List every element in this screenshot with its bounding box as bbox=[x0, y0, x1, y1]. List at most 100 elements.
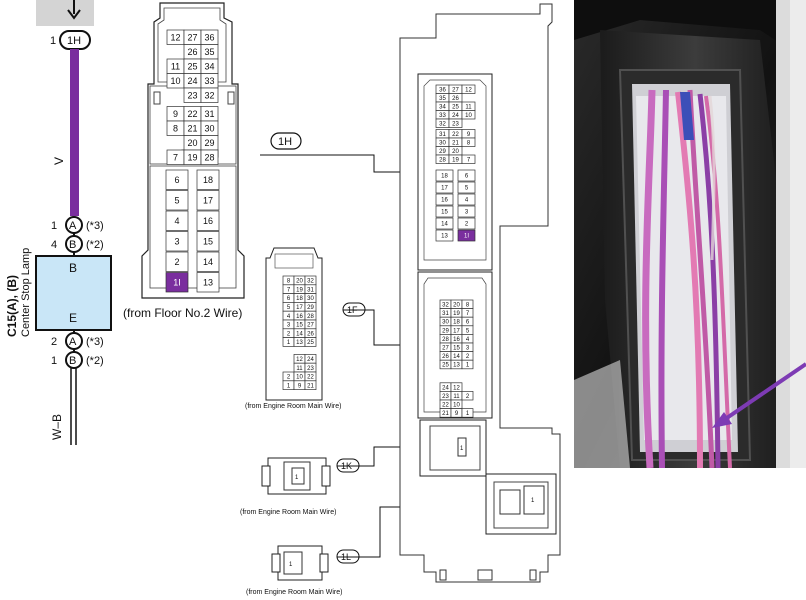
connector-1k-pin: 1 bbox=[295, 475, 299, 481]
note-2-upper: (*2) bbox=[86, 239, 104, 251]
down-arrow-icon bbox=[67, 9, 81, 20]
cavity-number: 17 bbox=[453, 328, 460, 334]
cavity-number: 31 bbox=[204, 109, 214, 119]
lamp-name-label: Center Stop Lamp bbox=[20, 248, 32, 337]
cavity-number: 19 bbox=[187, 152, 197, 162]
cavity bbox=[196, 231, 220, 252]
cavity bbox=[448, 118, 463, 128]
photo-arrow-head-icon bbox=[712, 412, 732, 428]
cavity-number: 30 bbox=[307, 296, 314, 302]
cavity bbox=[435, 205, 454, 218]
cavity-number: 9 bbox=[467, 132, 471, 138]
center-stop-lamp-box bbox=[35, 255, 112, 331]
cavity bbox=[435, 217, 454, 230]
callout-1h-label: 1H bbox=[278, 136, 292, 148]
cavity-number: 12 bbox=[296, 357, 303, 363]
cavity-number: 8 bbox=[466, 302, 470, 308]
cavity-number: 31 bbox=[439, 132, 446, 138]
cavity-number: 1 bbox=[287, 340, 291, 346]
cavity bbox=[435, 229, 454, 242]
cavity bbox=[457, 193, 476, 206]
cavity bbox=[165, 169, 189, 190]
cavity-number: 34 bbox=[204, 61, 214, 71]
cavity-number: 5 bbox=[287, 305, 291, 311]
connector-1l-source-label: (from Engine Room Main Wire) bbox=[246, 589, 342, 596]
cavity-number: 28 bbox=[307, 314, 314, 320]
cavity-number: 13 bbox=[296, 340, 303, 346]
cavity-number: 34 bbox=[439, 104, 446, 110]
cavity bbox=[165, 210, 189, 231]
pin-b-upper: 4 bbox=[51, 239, 57, 251]
cavity-number: 32 bbox=[442, 302, 449, 308]
cavity-number: 9 bbox=[455, 411, 459, 417]
block-1l-pin: 1 bbox=[531, 498, 535, 504]
cavity-number: 27 bbox=[187, 32, 197, 42]
cavity-number: 11 bbox=[465, 104, 472, 110]
pin-b-lower: 1 bbox=[51, 355, 57, 367]
cavity bbox=[461, 359, 474, 370]
cavity-number: 16 bbox=[453, 337, 460, 343]
cavity-number: 5 bbox=[465, 186, 469, 192]
connector-photo bbox=[574, 0, 806, 468]
cavity bbox=[165, 190, 189, 211]
cavity-number: 3 bbox=[287, 323, 291, 329]
cavity-number: 1I bbox=[173, 277, 181, 287]
cavity-number: 20 bbox=[296, 279, 303, 285]
cavity-number: 11 bbox=[453, 394, 460, 400]
cavity-number: 2 bbox=[466, 394, 470, 400]
cavity bbox=[461, 391, 474, 401]
cavity-number: 7 bbox=[467, 157, 471, 163]
cavity-number: 29 bbox=[439, 149, 446, 155]
cavity-number: 16 bbox=[441, 198, 448, 204]
cavity-number: 19 bbox=[296, 287, 303, 293]
cavity-number: 5 bbox=[466, 328, 470, 334]
cavity bbox=[165, 251, 189, 272]
cavity-number: 17 bbox=[203, 195, 213, 205]
cavity-number: 25 bbox=[442, 363, 449, 369]
cavity-number: 36 bbox=[439, 87, 446, 93]
cavity-number: 1 bbox=[287, 383, 291, 389]
cavity-number: 29 bbox=[442, 328, 449, 334]
connector-a-lower-label: A bbox=[69, 336, 77, 348]
cavity-number: 14 bbox=[203, 257, 213, 267]
callout-1h: 1H bbox=[260, 132, 420, 173]
cavity bbox=[304, 380, 317, 390]
cavity-number: 19 bbox=[452, 157, 459, 163]
cavity-number: 4 bbox=[174, 216, 179, 226]
cavity-number: 3 bbox=[466, 345, 470, 351]
lamp-id-label: C15(A), (B) bbox=[5, 275, 19, 337]
cavity-number: 35 bbox=[439, 96, 446, 102]
cavity-number: 26 bbox=[307, 331, 314, 337]
cavity bbox=[165, 231, 189, 252]
cavity-number: 16 bbox=[203, 216, 213, 226]
cavity-number: 20 bbox=[452, 149, 459, 155]
note-3-upper: (*3) bbox=[86, 220, 104, 232]
cavity-number: 12 bbox=[170, 32, 180, 42]
cavity-number: 17 bbox=[441, 186, 448, 192]
cavity-number: 22 bbox=[442, 402, 449, 408]
cavity-number: 6 bbox=[465, 174, 469, 180]
cavity-number: 13 bbox=[441, 234, 448, 240]
cavity-number: 31 bbox=[307, 287, 314, 293]
cavity bbox=[457, 205, 476, 218]
cavity-number: 29 bbox=[204, 138, 214, 148]
block-1k-pin: 1 bbox=[460, 446, 464, 452]
cavity bbox=[196, 190, 220, 211]
cavity-number: 5 bbox=[174, 195, 179, 205]
cavity-number: 24 bbox=[307, 357, 314, 363]
cavity-number: 24 bbox=[452, 113, 459, 119]
note-3-lower: (*3) bbox=[86, 336, 104, 348]
connector-1k: 1 (from Engine Room Main Wire) bbox=[240, 457, 336, 516]
cavity-number: 36 bbox=[204, 32, 214, 42]
cavity bbox=[461, 84, 476, 94]
cavity bbox=[435, 193, 454, 206]
cavity-number: 32 bbox=[307, 279, 314, 285]
cavity bbox=[196, 169, 220, 190]
